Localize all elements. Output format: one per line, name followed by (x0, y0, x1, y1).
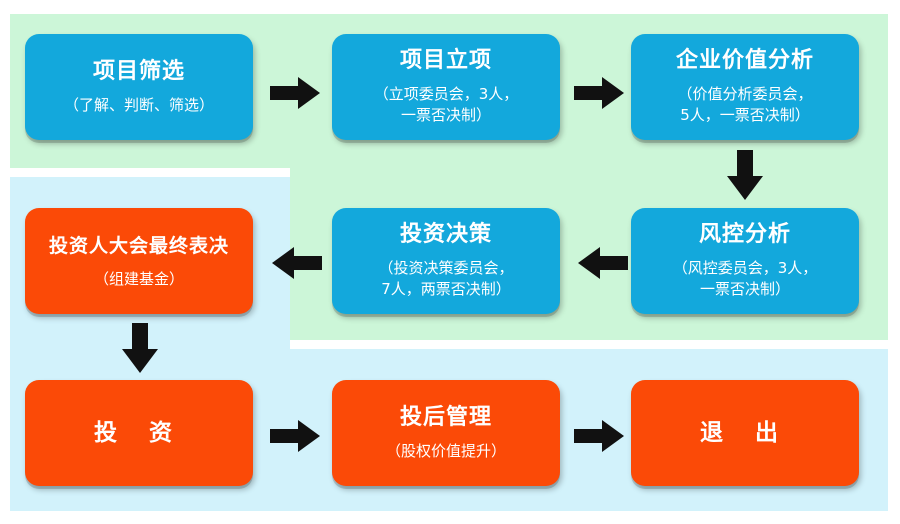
step-subtitle-line: （组建基金） (93, 269, 184, 288)
arrow-left-icon (272, 247, 322, 279)
step-exit: 退 出 (631, 380, 859, 486)
step-enterprise-value-analysis: 企业价值分析 （价值分析委员会， 5人，一票否决制） (631, 34, 859, 140)
step-subtitle: （组建基金） (94, 269, 184, 290)
step-subtitle-line: 5人，一票否决制） (680, 106, 810, 124)
step-investment: 投 资 (25, 380, 253, 486)
step-project-approval: 项目立项 （立项委员会，3人， 一票否决制） (332, 34, 560, 140)
step-risk-control-analysis: 风控分析 （风控委员会，3人， 一票否决制） (631, 208, 859, 314)
step-subtitle-line: 一票否决制） (699, 280, 790, 298)
step-subtitle-line: （了解、判断、筛选） (63, 95, 214, 114)
arrow-right-icon (574, 77, 624, 109)
step-subtitle-line: （投资决策委员会， (378, 259, 514, 277)
step-title: 投资人大会最终表决 (48, 234, 229, 257)
arrow-left-icon (578, 247, 628, 279)
step-title: 投资决策 (399, 222, 492, 247)
step-title: 项目立项 (399, 48, 492, 73)
arrow-right-icon (574, 420, 624, 452)
step-title: 投 资 (93, 420, 184, 446)
step-subtitle-line: （股权价值提升） (385, 441, 506, 460)
step-investment-decision: 投资决策 （投资决策委员会， 7人，两票否决制） (332, 208, 560, 314)
arrow-down-icon (727, 150, 763, 200)
step-title: 退 出 (699, 420, 790, 446)
step-post-investment-management: 投后管理 （股权价值提升） (332, 380, 560, 486)
step-title: 投后管理 (399, 404, 492, 430)
step-subtitle: （股权价值提升） (386, 441, 506, 462)
step-title: 风控分析 (698, 222, 791, 247)
step-subtitle: （立项委员会，3人， 一票否决制） (374, 84, 519, 126)
step-subtitle-line: （风控委员会，3人， (672, 259, 818, 277)
step-subtitle-line: （立项委员会，3人， (373, 85, 519, 103)
step-subtitle: （了解、判断、筛选） (64, 95, 214, 116)
step-subtitle: （价值分析委员会， 5人，一票否决制） (677, 84, 812, 126)
arrow-down-icon (122, 323, 158, 373)
step-project-screening: 项目筛选 （了解、判断、筛选） (25, 34, 253, 140)
step-subtitle: （投资决策委员会， 7人，两票否决制） (378, 258, 513, 300)
step-subtitle: （风控委员会，3人， 一票否决制） (673, 258, 818, 300)
step-subtitle-line: （价值分析委员会， (677, 85, 813, 103)
arrow-right-icon (270, 77, 320, 109)
step-subtitle-line: 一票否决制） (400, 106, 491, 124)
step-investor-final-vote: 投资人大会最终表决 （组建基金） (25, 208, 253, 314)
step-subtitle-line: 7人，两票否决制） (381, 280, 511, 298)
arrow-right-icon (270, 420, 320, 452)
step-title: 企业价值分析 (675, 48, 814, 73)
step-title: 项目筛选 (92, 58, 185, 84)
